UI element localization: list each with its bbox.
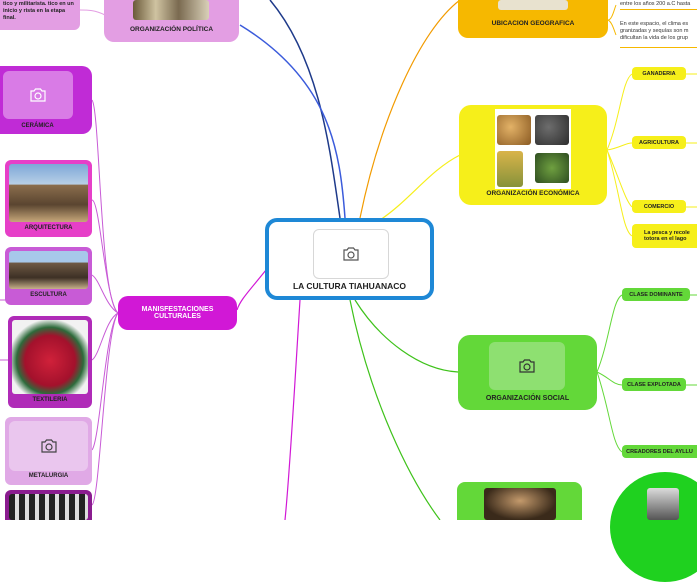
social-title: ORGANIZACIÓN SOCIAL bbox=[485, 395, 570, 402]
economica-item-comercio[interactable]: COMERCIO bbox=[632, 200, 686, 213]
escultura-label: ESCULTURA bbox=[30, 292, 67, 298]
partial-photo bbox=[9, 494, 88, 520]
cultural-item-escultura[interactable]: ESCULTURA bbox=[5, 247, 92, 305]
root-node[interactable]: LA CULTURA TIAHUANACO bbox=[265, 218, 434, 300]
metalurgia-label: METALURGIA bbox=[28, 473, 69, 479]
ubicacion-note-2: En este espacio, el clima es granizadas … bbox=[620, 21, 697, 48]
economica-item-pesca[interactable]: La pesca y recole totora en el lago bbox=[632, 224, 697, 248]
portrait-photo bbox=[484, 488, 556, 520]
manifestaciones-node[interactable]: MANISFESTACIONES CULTURALES bbox=[118, 296, 237, 330]
economica-image bbox=[495, 109, 571, 189]
politica-title: ORGANIZACIÓN POLÍTICA bbox=[129, 26, 214, 33]
metalurgia-image-placeholder bbox=[9, 421, 88, 471]
ubicacion-note-1: entre los años 200 a.C hasta bbox=[620, 1, 697, 10]
cultural-item-metalurgia[interactable]: METALURGIA bbox=[5, 417, 92, 485]
camera-icon bbox=[343, 247, 359, 261]
textileria-photo bbox=[12, 320, 88, 394]
root-title: LA CULTURA TIAHUANACO bbox=[292, 281, 406, 291]
ceramica-image-placeholder bbox=[3, 71, 73, 119]
ubicacion-image bbox=[498, 0, 568, 10]
ubicacion-node[interactable]: UBICACION GEOGRAFICA bbox=[458, 0, 608, 38]
manifestaciones-title: MANISFESTACIONES CULTURALES bbox=[141, 306, 214, 320]
ubicacion-title: UBICACION GEOGRAFICA bbox=[491, 20, 575, 27]
connector-lines bbox=[0, 0, 697, 520]
circle-portrait-photo bbox=[647, 488, 679, 520]
social-image-placeholder bbox=[489, 342, 565, 390]
social-node[interactable]: ORGANIZACIÓN SOCIAL bbox=[458, 335, 597, 410]
politica-node[interactable]: ORGANIZACIÓN POLÍTICA bbox=[104, 0, 239, 42]
quinoa-photo bbox=[535, 153, 569, 183]
cultural-item-arquitectura[interactable]: ARQUITECTURA bbox=[5, 160, 92, 237]
cultural-item-partial[interactable] bbox=[5, 490, 92, 520]
arquitectura-label: ARQUITECTURA bbox=[24, 225, 73, 231]
economica-item-agricultura[interactable]: AGRICULTURA bbox=[632, 136, 686, 149]
bottom-green-node[interactable] bbox=[457, 482, 582, 520]
social-item-explotada[interactable]: CLASE EXPLOTADA bbox=[622, 378, 686, 391]
economica-item-ganaderia[interactable]: GANADERIA bbox=[632, 67, 686, 80]
ceramica-label: CERÁMICA bbox=[21, 123, 54, 129]
social-item-ayllu[interactable]: CREADORES DEL AYLLU bbox=[622, 445, 697, 458]
potato-photo bbox=[497, 115, 531, 145]
camera-icon bbox=[519, 359, 535, 373]
root-image-placeholder bbox=[313, 229, 389, 279]
social-item-dominante[interactable]: CLASE DOMINANTE bbox=[622, 288, 690, 301]
maize-photo bbox=[497, 151, 523, 187]
cultural-item-textileria[interactable]: TEXTILERIA bbox=[8, 316, 92, 408]
politica-note: tico y militarista. tico en un inicio y … bbox=[0, 0, 80, 30]
chuno-photo bbox=[535, 115, 569, 145]
escultura-photo bbox=[9, 251, 88, 289]
camera-icon bbox=[40, 439, 57, 453]
politica-image bbox=[133, 0, 209, 20]
economica-title: ORGANIZACIÓN ECONÓMICA bbox=[486, 190, 580, 197]
economica-node[interactable]: ORGANIZACIÓN ECONÓMICA bbox=[459, 105, 607, 205]
cultural-item-ceramica[interactable]: CERÁMICA bbox=[0, 66, 92, 134]
textileria-label: TEXTILERIA bbox=[32, 397, 68, 403]
camera-icon bbox=[30, 88, 46, 102]
arquitectura-photo bbox=[9, 164, 88, 222]
